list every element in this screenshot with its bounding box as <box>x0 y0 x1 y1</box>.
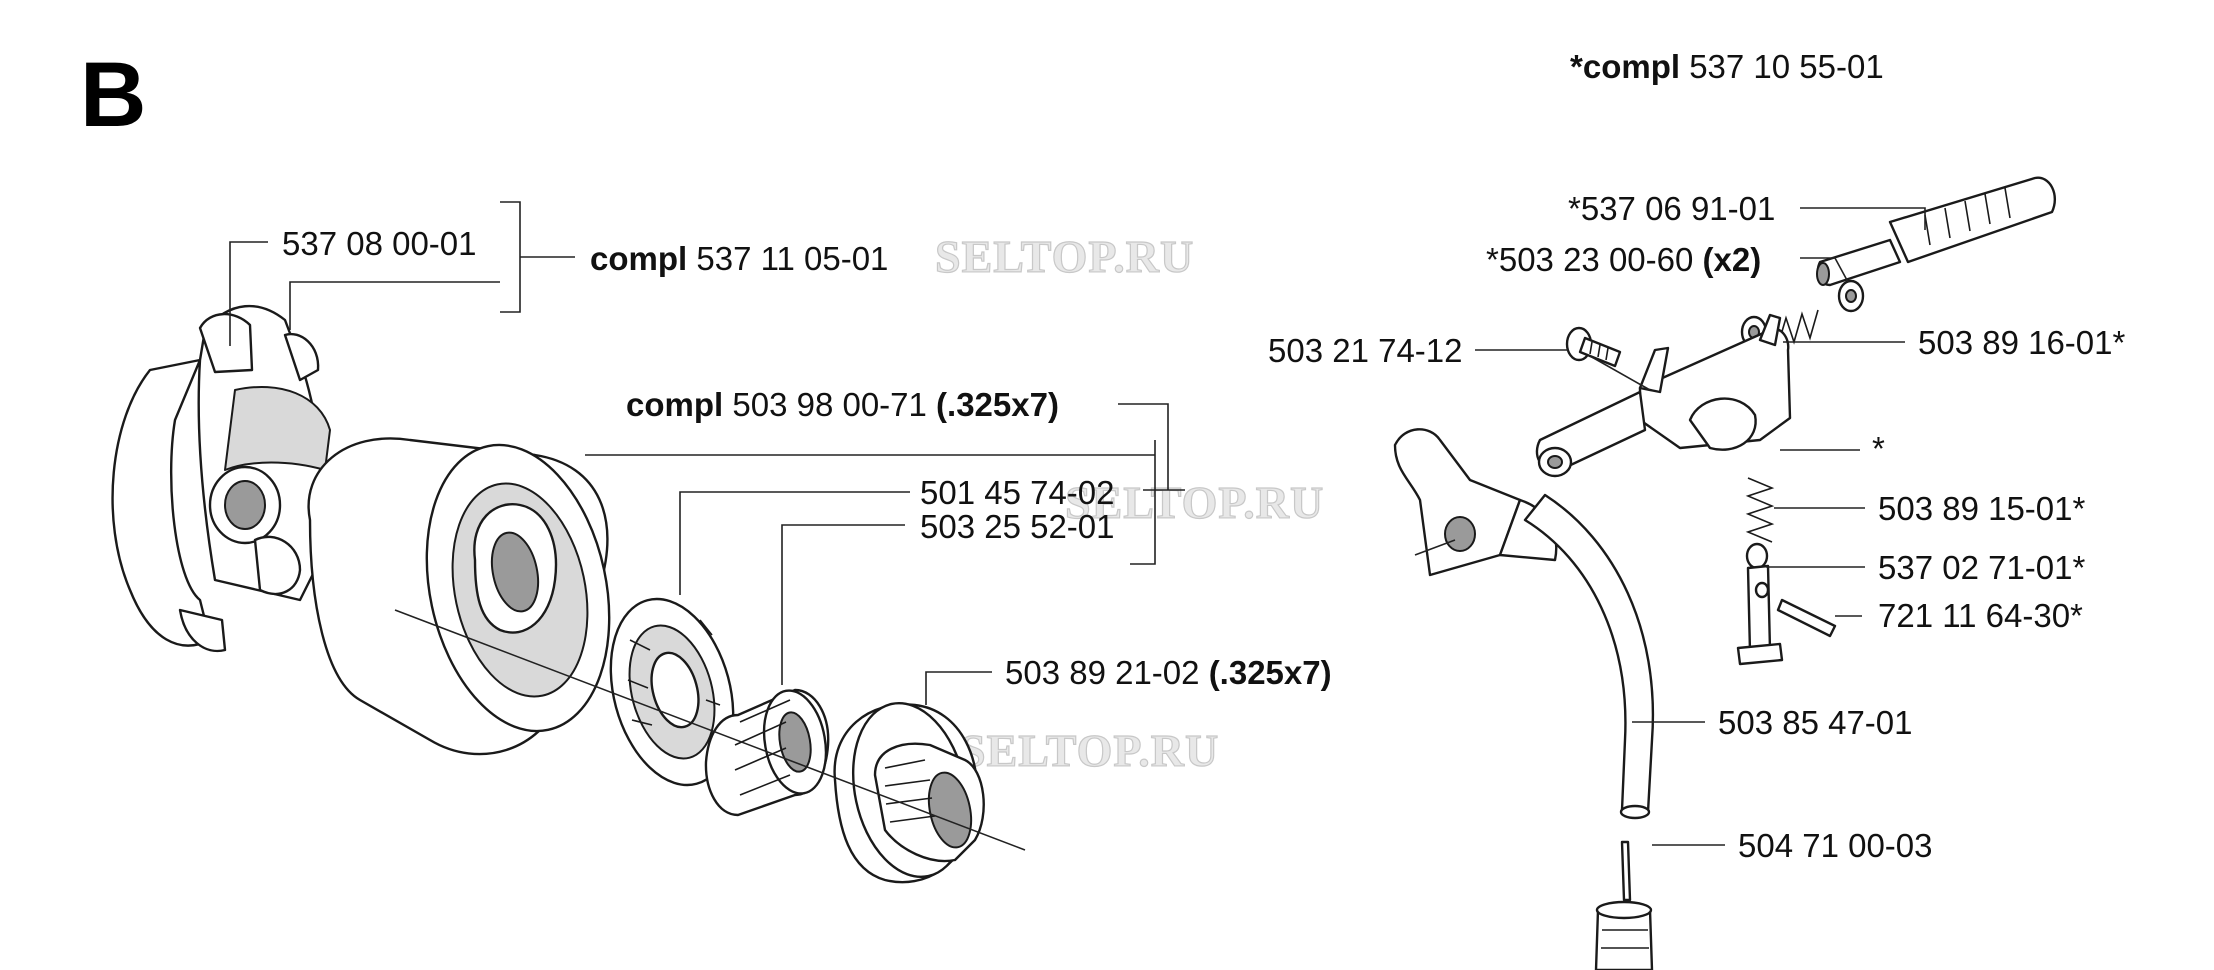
watermark-2: SELTOP.RU <box>1065 477 1324 528</box>
rim-sprocket-label: 501 45 74-02 <box>920 474 1115 511</box>
section-letter: B <box>80 44 146 146</box>
screw-drawing <box>1565 326 1622 368</box>
clutch-shoe-label: 537 08 00-01 <box>282 225 477 262</box>
pump-shaft-label: *537 06 91-01 <box>1568 190 1775 227</box>
washer-drawing <box>833 701 985 884</box>
oil-hose-label: 503 85 47-01 <box>1718 704 1913 741</box>
axis-line <box>394 609 1026 851</box>
clutch-shoe-drawing <box>111 304 331 653</box>
oil-filter-label: 504 71 00-03 <box>1738 827 1933 864</box>
needle-bearing-label: 503 25 52-01 <box>920 508 1115 545</box>
spring-top-label: 503 89 16-01* <box>1918 324 2126 361</box>
watermark-1: SELTOP.RU <box>935 231 1194 282</box>
clutch-assembly-label: compl 537 11 05-01 <box>590 240 888 277</box>
piston-label: 537 02 71-01* <box>1878 549 2086 586</box>
watermark-3: SELTOP.RU <box>960 725 1219 776</box>
piston-drawing <box>1736 542 1837 666</box>
oil-pipe-drawing <box>1393 428 1558 577</box>
washer-label: 503 89 21-02 (.325x7) <box>1005 654 1332 691</box>
header-compl-label: *compl 537 10 55-01 <box>1570 48 1884 85</box>
pump-shaft-drawing <box>1816 176 2057 287</box>
oil-hose-drawing <box>1523 493 1655 820</box>
clutch-drum-drawing <box>307 437 611 756</box>
mid-spring-drawing <box>1745 477 1775 543</box>
sprocket-rim-drawing <box>609 597 735 787</box>
housing-label: * <box>1872 430 1885 467</box>
drum-assembly-label: compl 503 98 00-71 (.325x7) <box>626 386 1059 423</box>
spring-mid-label: 503 89 15-01* <box>1878 490 2086 527</box>
pin-label: 721 11 64-30* <box>1878 597 2083 634</box>
leader-lines <box>229 201 1926 846</box>
pump-housing-drawing <box>1535 313 1792 478</box>
pump-washer-label: *503 23 00-60 (x2) <box>1486 241 1761 278</box>
pump-screw-label: 503 21 74-12 <box>1268 332 1463 369</box>
oil-filter-drawing <box>1594 840 1654 970</box>
